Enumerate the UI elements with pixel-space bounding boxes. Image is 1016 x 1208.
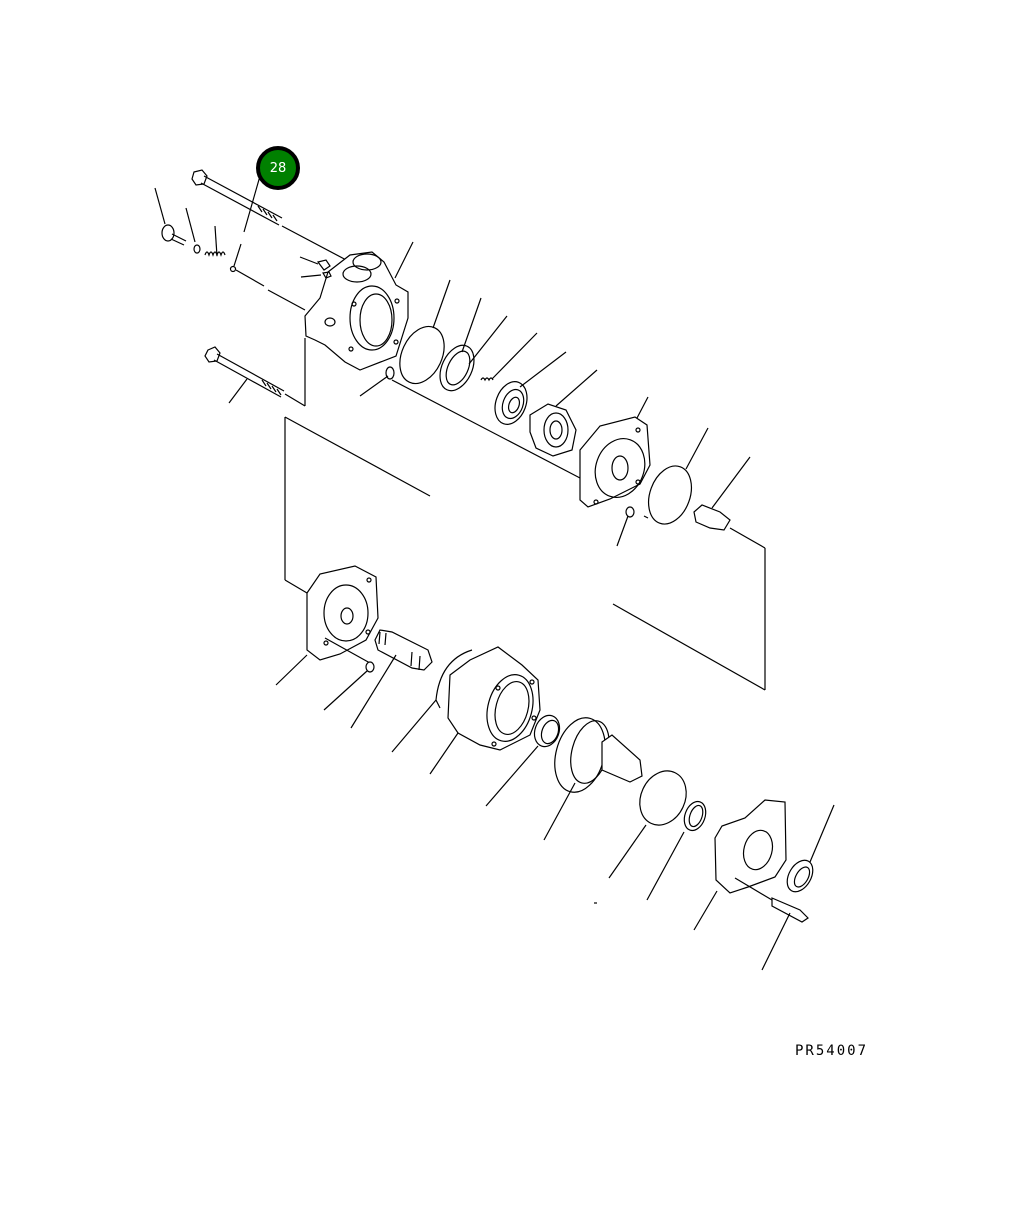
valve-housing [299,241,414,397]
cylinder-block [529,369,598,457]
long-bolt-lower [204,346,285,404]
oil-seal-2 [786,804,835,893]
callout-label: 28 [269,160,287,176]
valve-plate-2 [275,565,379,711]
drawing-code: PR54007 [795,1043,869,1059]
motor-housing [429,646,541,775]
spring-small [480,332,538,382]
spline-shaft [350,629,433,729]
bearing [439,297,508,392]
spacer-ring [646,800,707,901]
o-ring-4 [608,770,687,879]
oil-seal-1 [485,714,561,807]
valve-plate-1 [579,396,651,547]
stud-bolt [734,877,809,971]
end-cover [693,799,787,931]
spline-coupling [693,456,751,531]
callout-badge-28[interactable]: 28 [256,146,300,190]
swash-plate [494,351,567,425]
upper-axis-lines [235,225,766,691]
relief-valve-parts [154,187,242,273]
o-ring-1 [399,279,451,385]
long-bolt-upper [191,169,283,233]
o-ring-3 [391,649,473,753]
o-ring-2 [647,427,709,525]
output-shaft-drum [543,717,643,841]
